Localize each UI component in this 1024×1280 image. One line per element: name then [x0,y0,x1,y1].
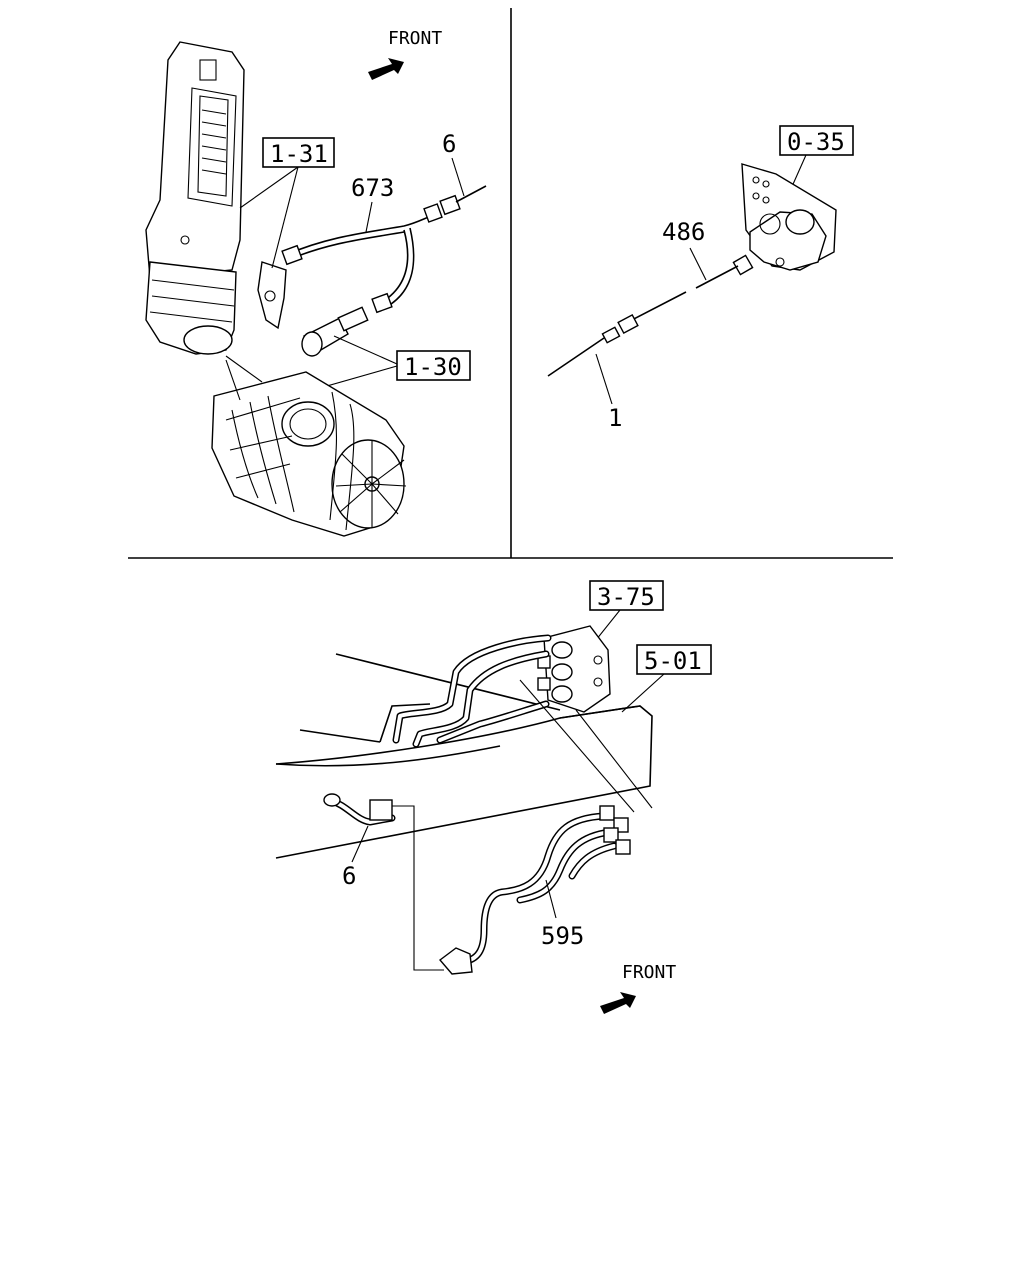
front-arrow-icon [368,58,404,80]
svg-text:3-75: 3-75 [597,583,655,611]
panel-top-left: FRONT 1-31 673 6 [145,28,487,537]
panel-top-right: 0-35 486 1 [547,125,854,432]
front-arrow-icon [600,992,636,1014]
svg-text:1: 1 [608,404,622,432]
ref-box-1-31[interactable] [262,137,335,168]
svg-text:673: 673 [351,174,394,202]
harness-673 [287,213,439,255]
svg-text:0-35: 0-35 [787,128,845,156]
svg-text:1-30: 1-30 [404,353,462,381]
svg-text:5-01: 5-01 [644,647,702,675]
front-label-top: FRONT [388,28,442,49]
cable-486 [695,265,739,289]
ref-box-3-75[interactable] [589,580,664,611]
panel-bottom: 3-75 5-01 [275,580,712,1014]
svg-text:6: 6 [442,130,456,158]
svg-text:1-31: 1-31 [270,140,328,168]
ref-box-5-01[interactable] [636,644,712,675]
svg-text:6: 6 [342,862,356,890]
cable-1 [547,337,605,377]
intake-duct [145,41,245,279]
svg-text:486: 486 [662,218,705,246]
ref-box-1-30[interactable] [396,350,471,381]
ref-box-0-35[interactable] [779,125,854,156]
sensor-1-31 [257,261,287,330]
front-label-bottom: FRONT [622,962,676,983]
clip-bottom [438,947,473,975]
svg-text:595: 595 [541,922,584,950]
